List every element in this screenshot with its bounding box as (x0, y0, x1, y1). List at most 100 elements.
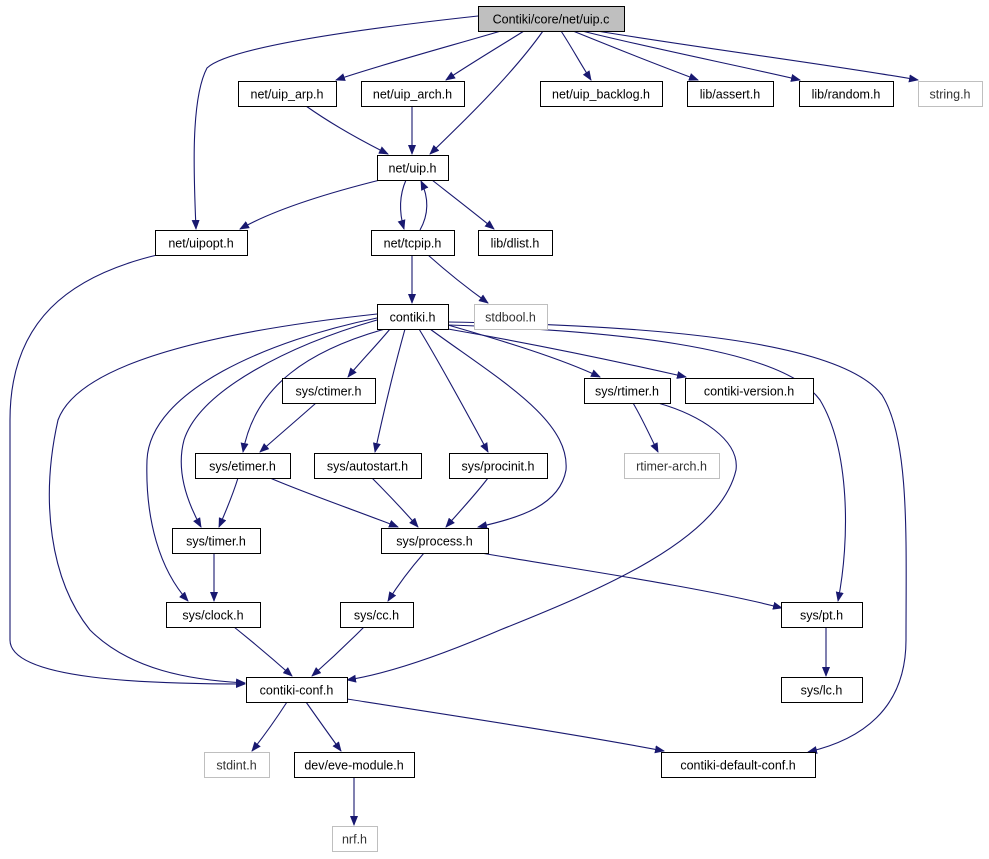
node-label: contiki-version.h (704, 385, 794, 399)
node-box (918, 81, 983, 107)
node-label: dev/eve-module.h (304, 759, 403, 773)
node-uipopt[interactable]: net/uipopt.h (155, 230, 248, 256)
node-pt[interactable]: sys/pt.h (781, 602, 863, 628)
edge-uip_c-to-uip_arch (445, 30, 525, 81)
node-label: sys/ctimer.h (296, 385, 362, 399)
node-etimer[interactable]: sys/etimer.h (195, 453, 291, 479)
node-box (540, 81, 663, 107)
node-nrf: nrf.h (332, 826, 378, 852)
edge-uip_c-to-assert (572, 30, 699, 81)
node-contiki-version[interactable]: contiki-version.h (685, 378, 814, 404)
node-label: contiki-conf.h (260, 684, 334, 698)
node-box (799, 81, 894, 107)
node-procinit[interactable]: sys/procinit.h (449, 453, 548, 479)
node-box (282, 378, 376, 404)
node-conf[interactable]: contiki-conf.h (246, 677, 348, 703)
edge-process-to-cc (387, 552, 425, 602)
edge-contiki-to-procinit (418, 328, 489, 453)
edge-rtimer-to-conf (346, 402, 737, 683)
edge-uip_c-to-uip_arp (335, 30, 502, 81)
node-eve[interactable]: dev/eve-module.h (294, 752, 415, 778)
node-box (340, 602, 414, 628)
node-dlist[interactable]: lib/dlist.h (478, 230, 553, 256)
node-box (371, 230, 455, 256)
edge-uip_arp-to-uip_h (305, 105, 389, 155)
node-label: sys/clock.h (182, 609, 243, 623)
node-label: rtimer-arch.h (636, 460, 707, 474)
edge-contiki-to-clock (146, 317, 378, 602)
node-box (478, 6, 625, 32)
node-box (781, 677, 863, 703)
node-label: sys/procinit.h (462, 460, 535, 474)
node-cc[interactable]: sys/cc.h (340, 602, 414, 628)
edge-uip_c-to-uip_backlog (560, 30, 592, 81)
node-label: contiki-default-conf.h (680, 759, 795, 773)
node-box (314, 453, 422, 479)
edge-etimer-to-timer (218, 477, 239, 528)
edge-etimer-to-process (269, 477, 399, 528)
edge-autostart-to-process (371, 477, 419, 528)
node-box (478, 230, 553, 256)
node-timer[interactable]: sys/timer.h (172, 528, 261, 554)
node-uip-arp[interactable]: net/uip_arp.h (238, 81, 337, 107)
node-label: lib/random.h (812, 88, 881, 102)
node-box (172, 528, 261, 554)
edge-rtimer-to-rtimer_arch (632, 402, 659, 453)
node-clock[interactable]: sys/clock.h (166, 602, 261, 628)
edge-uip_c-to-string (596, 30, 919, 83)
edge-conf-to-default_conf (346, 698, 665, 754)
node-label: Contiki/core/net/uip.c (493, 13, 610, 27)
node-process[interactable]: sys/process.h (381, 528, 489, 554)
node-contiki[interactable]: contiki.h (377, 304, 449, 330)
edge-contiki-to-default_conf (447, 321, 907, 754)
node-assert[interactable]: lib/assert.h (687, 81, 774, 107)
node-label: net/uip_arp.h (251, 88, 324, 102)
node-default-conf[interactable]: contiki-default-conf.h (661, 752, 816, 778)
node-string: string.h (918, 81, 983, 107)
node-label: stdint.h (216, 759, 256, 773)
edge-uip_c-to-uip_h (429, 30, 544, 155)
edge-cc-to-conf (311, 626, 365, 677)
node-tcpip[interactable]: net/tcpip.h (371, 230, 455, 256)
node-stdbool: stdbool.h (474, 304, 548, 330)
node-label: net/tcpip.h (384, 237, 442, 251)
node-random[interactable]: lib/random.h (799, 81, 894, 107)
node-box (624, 453, 720, 479)
node-box (661, 752, 816, 778)
node-label: net/uip_arch.h (373, 88, 452, 102)
node-uip-backlog[interactable]: net/uip_backlog.h (540, 81, 663, 107)
node-rtimer-arch: rtimer-arch.h (624, 453, 720, 479)
edge-ctimer-to-etimer (259, 402, 317, 453)
node-stdint: stdint.h (204, 752, 270, 778)
node-label: sys/lc.h (801, 684, 843, 698)
edge-uip_h-to-tcpip (397, 179, 407, 230)
node-layer: Contiki/core/net/uip.c net/uip_arp.h net/u… (155, 6, 983, 852)
node-uip-arch[interactable]: net/uip_arch.h (361, 81, 465, 107)
edge-procinit-to-process (445, 477, 489, 528)
edge-contiki-to-timer (180, 319, 378, 528)
node-box (685, 378, 814, 404)
node-box (377, 304, 449, 330)
node-rtimer[interactable]: sys/rtimer.h (584, 378, 671, 404)
edge-uip_c-to-uipopt (191, 15, 479, 230)
node-label: sys/pt.h (800, 609, 843, 623)
node-box (155, 230, 248, 256)
node-uip-c[interactable]: Contiki/core/net/uip.c (478, 6, 625, 32)
node-box (204, 752, 270, 778)
node-label: net/uip_backlog.h (552, 88, 650, 102)
edge-conf-to-stdint (251, 701, 288, 752)
node-box (377, 155, 449, 181)
node-box (294, 752, 415, 778)
node-label: contiki.h (390, 311, 436, 325)
node-uip-h[interactable]: net/uip.h (377, 155, 449, 181)
node-label: stdbool.h (485, 311, 536, 325)
edge-contiki-to-process (429, 328, 567, 530)
node-lc[interactable]: sys/lc.h (781, 677, 863, 703)
node-label: sys/process.h (396, 535, 472, 549)
node-autostart[interactable]: sys/autostart.h (314, 453, 422, 479)
edge-contiki-to-conf (48, 313, 378, 687)
node-label: string.h (930, 88, 971, 102)
node-ctimer[interactable]: sys/ctimer.h (282, 378, 376, 404)
node-box (474, 304, 548, 330)
